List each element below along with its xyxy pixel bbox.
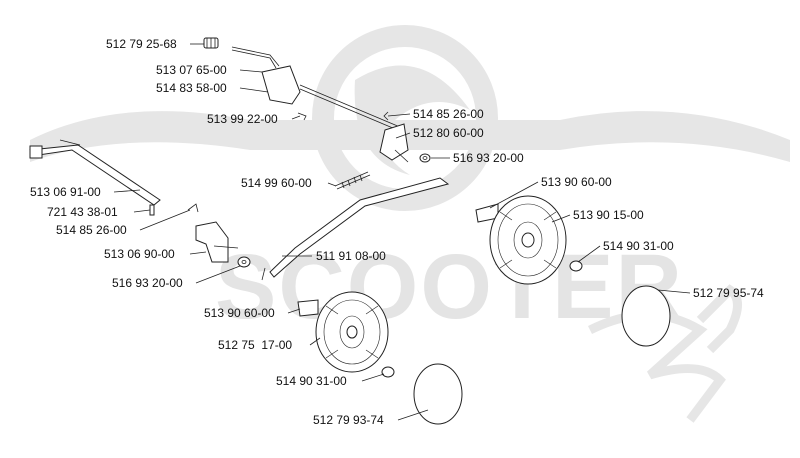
washer-icon <box>419 153 431 163</box>
hubcap-right-icon <box>621 285 671 347</box>
part-label-513-99-22-00: 513 99 22-00 <box>207 112 278 126</box>
part-label-514-90-31-00: 514 90 31-00 <box>603 239 674 253</box>
part-label-516-93-20-00: 516 93 20-00 <box>453 151 524 165</box>
nut-left-icon <box>381 366 395 378</box>
part-label-721-43-38-01: 721 43 38-01 <box>47 205 118 219</box>
part-label-514-85-26-00-left: 514 85 26-00 <box>56 223 127 237</box>
pin-small-icon <box>149 204 155 216</box>
spring-long-icon <box>334 171 371 190</box>
leader-lines <box>113 43 691 421</box>
axle-bolt-left-icon <box>297 299 319 317</box>
pin-icon <box>297 112 307 121</box>
part-label-512-75-17-00: 512 75 17-00 <box>218 338 292 352</box>
spring-small-icon <box>203 37 219 49</box>
part-label-516-93-20-00-left: 516 93 20-00 <box>112 276 183 290</box>
upper-axle-assembly <box>231 46 409 163</box>
part-labels: 512 79 25-68 513 07 65-00 514 83 58-00 5… <box>30 37 764 427</box>
clip-icon <box>383 111 389 121</box>
hubcap-left-icon <box>413 363 463 425</box>
part-label-511-91-08-00: 511 91 08-00 <box>316 249 386 263</box>
part-label-513-90-60-00-left: 513 90 60-00 <box>204 306 275 320</box>
part-label-512-79-93-74: 512 79 93-74 <box>313 413 384 427</box>
nut-right-icon <box>569 260 583 272</box>
left-wheel <box>297 291 463 425</box>
part-label-514-99-60-00: 514 99 60-00 <box>241 176 312 190</box>
part-label-514-90-31-00-left: 514 90 31-00 <box>276 374 347 388</box>
bracket <box>195 221 239 263</box>
part-label-513-06-91-00: 513 06 91-00 <box>30 185 101 199</box>
part-label-514-83-58-00: 514 83 58-00 <box>156 81 227 95</box>
part-label-513-07-65-00: 513 07 65-00 <box>156 63 227 77</box>
clip-left-icon <box>187 203 199 213</box>
connecting-rod <box>261 177 450 281</box>
part-label-513-90-15-00: 513 90 15-00 <box>573 208 644 222</box>
part-label-513-06-90-00: 513 06 90-00 <box>104 247 175 261</box>
part-label-512-80-60-00: 512 80 60-00 <box>413 126 484 140</box>
part-label-512-79-25-68: 512 79 25-68 <box>106 37 177 51</box>
part-label-513-90-60-00: 513 90 60-00 <box>541 175 612 189</box>
right-wheel <box>475 195 671 347</box>
washer-left-icon <box>237 256 251 268</box>
part-label-512-79-95-74: 512 79 95-74 <box>693 286 764 300</box>
part-label-514-85-26-00: 514 85 26-00 <box>413 107 484 121</box>
